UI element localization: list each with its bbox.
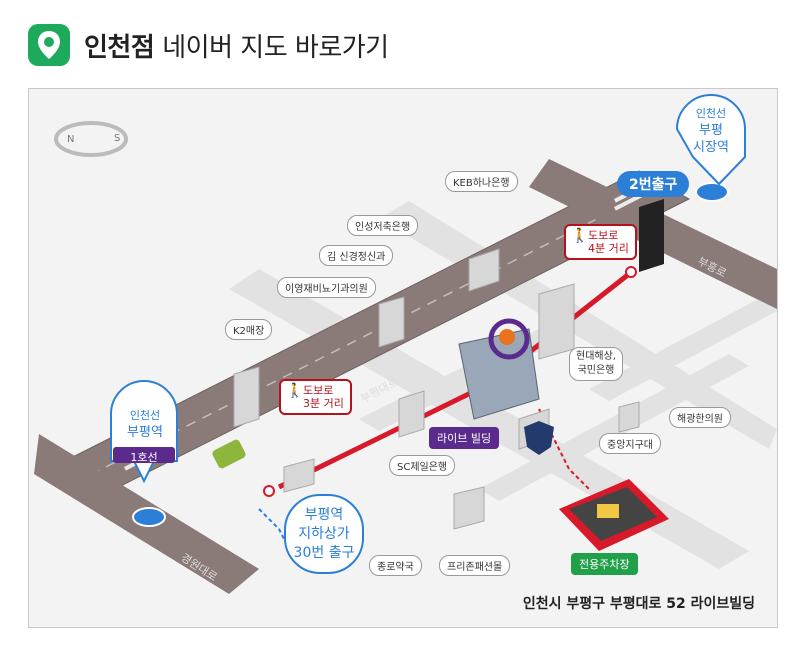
- station-right-line: 인천선: [695, 107, 727, 120]
- branch-name: 인천점: [84, 32, 155, 63]
- walk-3min: 🚶 도보로 3분 거리: [279, 379, 352, 415]
- location-map[interactable]: N S 인천선 부평 시장역 2번출구 인천선 부평역 1호선 🚶 도보로 4분…: [28, 88, 778, 628]
- police-badge-icon: [524, 421, 554, 455]
- line-1-label: 1호선: [130, 451, 158, 464]
- address-text: 인천시 부평구 부평대로 52 라이브빌딩: [522, 596, 755, 612]
- naver-map-link[interactable]: 네이버 지도 바로가기: [162, 32, 389, 63]
- landmark-keb: KEB하나은행: [445, 171, 518, 192]
- subway-left-icon: [132, 507, 166, 527]
- walk-4-line2: 4분 거리: [588, 242, 629, 255]
- landmark-sc: SC제일은행: [389, 455, 456, 476]
- landmark-haegwang: 해광한의원: [669, 407, 731, 428]
- landmark-police: 중앙지구대: [599, 433, 661, 454]
- map-pin-icon[interactable]: [28, 24, 70, 66]
- landmark-fries: 프리존패션몰: [439, 555, 511, 576]
- compass-s: S: [114, 133, 121, 144]
- subway-right-icon: [695, 182, 729, 202]
- landmark-hyundai-1: 현대해상,: [576, 351, 616, 362]
- underpass-exit: 부평역 지하상가 30번 출구: [284, 494, 364, 574]
- station-left-line: 인천선: [129, 409, 161, 422]
- map-drawing: [34, 94, 777, 594]
- exit-2-badge: 2번출구: [617, 171, 690, 197]
- buildings: [233, 199, 664, 530]
- station-right[interactable]: 인천선 부평 시장역: [681, 105, 741, 156]
- landmark-k2: K2매장: [225, 319, 273, 340]
- walking-person-icon: 🚶: [571, 228, 589, 244]
- walk-3-line2: 3분 거리: [303, 397, 344, 410]
- underpass-l3: 30번 출구: [293, 544, 355, 561]
- landmark-insung: 인성저축은행: [347, 215, 419, 236]
- station-left-name: 부평역: [127, 425, 163, 440]
- brand-logo-icon: [488, 318, 530, 360]
- walk-3-line1: 도보로: [303, 384, 334, 397]
- landmark-lee: 이영재비뇨기과의원: [277, 277, 376, 298]
- car-icon: [212, 439, 246, 469]
- target-building-label[interactable]: 라이브 빌딩: [429, 427, 500, 449]
- walk-4min: 🚶 도보로 4분 거리: [564, 224, 637, 260]
- station-right-name1: 부평: [699, 123, 723, 138]
- station-left[interactable]: 인천선 부평역: [113, 407, 177, 441]
- compass-icon: [54, 121, 128, 157]
- walk-4-line1: 도보로: [588, 229, 619, 242]
- underpass-l2: 지하상가: [298, 525, 350, 542]
- landmark-jongro: 종로약국: [369, 555, 422, 576]
- station-right-name2: 시장역: [693, 140, 729, 155]
- underpass-l1: 부평역: [304, 506, 344, 523]
- parking-label[interactable]: 전용주차장: [571, 553, 638, 575]
- compass-n: N: [67, 134, 75, 145]
- walking-person-icon: 🚶: [286, 383, 304, 399]
- landmark-hyundai: 현대해상, 국민은행: [569, 347, 623, 381]
- landmark-kim: 김 신경정신과: [319, 245, 394, 266]
- landmark-hyundai-2: 국민은행: [577, 365, 615, 376]
